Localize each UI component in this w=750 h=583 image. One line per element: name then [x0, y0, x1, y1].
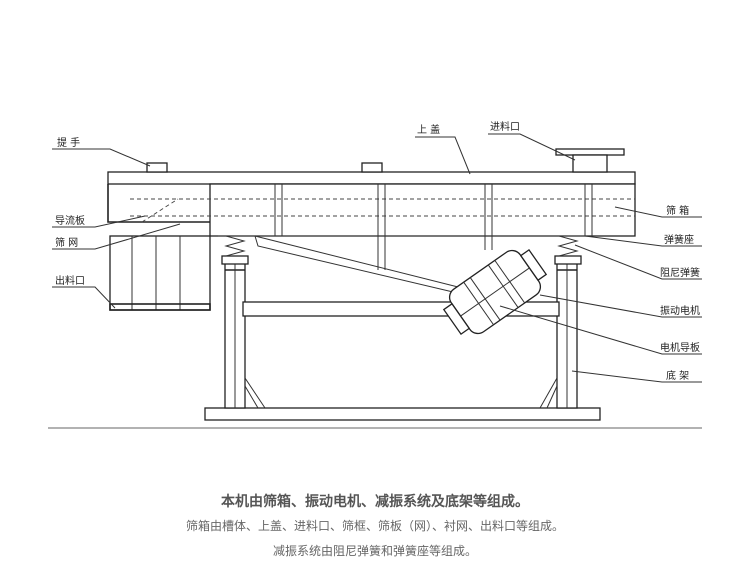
- label-motor-guide-plate: 电机导板: [660, 341, 700, 354]
- vibrating-screen-diagram: 提 手 上 盖 进料口 筛 箱 导流板 筛 网 出料口 弹簧座 阻尼弹簧 振动电…: [48, 120, 702, 429]
- leader-lines: [52, 133, 702, 383]
- handle-middle: [361, 162, 383, 173]
- label-feed-inlet: 进料口: [490, 120, 520, 133]
- caption-sub2: 减振系统由阻尼弹簧和弹簧座等组成。: [272, 544, 477, 558]
- caption-sub1: 筛箱由槽体、上盖、进料口、筛框、筛板（网）、衬网、出料口等组成。: [185, 519, 564, 533]
- label-damping-spring: 阻尼弹簧: [660, 266, 700, 279]
- label-guide-plate: 导流板: [55, 214, 85, 227]
- feed-inlet: [555, 148, 625, 173]
- label-vibration-motor: 振动电机: [660, 304, 700, 317]
- label-base-frame: 底 架: [666, 369, 689, 382]
- label-discharge-outlet: 出料口: [55, 274, 85, 287]
- label-top-cover: 上 盖: [417, 123, 440, 136]
- label-screen-box: 筛 箱: [666, 204, 689, 217]
- vibration-motor: [442, 248, 548, 336]
- screen-box: [107, 171, 636, 297]
- discharge-outlet: [109, 235, 211, 311]
- caption-main: 本机由筛箱、振动电机、减振系统及底架等组成。: [221, 494, 529, 510]
- label-screen-mesh: 筛 网: [55, 236, 78, 249]
- label-handle: 提 手: [57, 136, 80, 149]
- handle-left: [146, 162, 168, 173]
- label-spring-seat: 弹簧座: [664, 233, 694, 246]
